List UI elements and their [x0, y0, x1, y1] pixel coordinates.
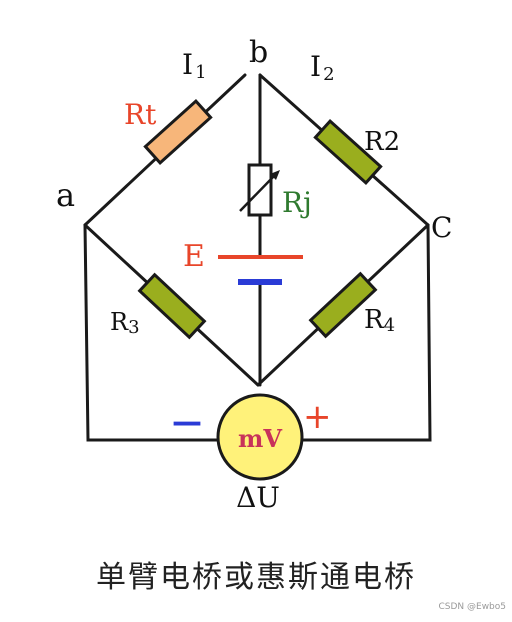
battery-label-e: E: [183, 239, 205, 274]
node-label-b: b: [249, 35, 268, 70]
r4-label: R4: [364, 305, 395, 336]
watermark: CSDN @Ewbo5: [438, 602, 506, 612]
r3-resistor: [137, 272, 207, 340]
adjustable-arrow-icon: [239, 170, 280, 212]
node-label-a: a: [56, 176, 75, 214]
meter-minus-sign: —: [172, 405, 202, 440]
rj-label: Rj: [282, 186, 312, 219]
rt-label: Rt: [124, 98, 157, 131]
diagram-caption: 单臂电桥或惠斯通电桥: [96, 560, 416, 595]
r3-label: R3: [110, 308, 140, 338]
r2-resistor: [313, 118, 383, 186]
meter-plus-sign: +: [303, 397, 332, 437]
node-label-c: C: [431, 211, 452, 244]
output-voltage-label: ΔU: [236, 481, 280, 514]
meter-label: mV: [238, 424, 282, 453]
rt-resistor: [143, 98, 213, 166]
r2-label: R2: [364, 127, 400, 157]
r4-resistor: [308, 271, 378, 339]
millivoltmeter: [216, 393, 304, 481]
